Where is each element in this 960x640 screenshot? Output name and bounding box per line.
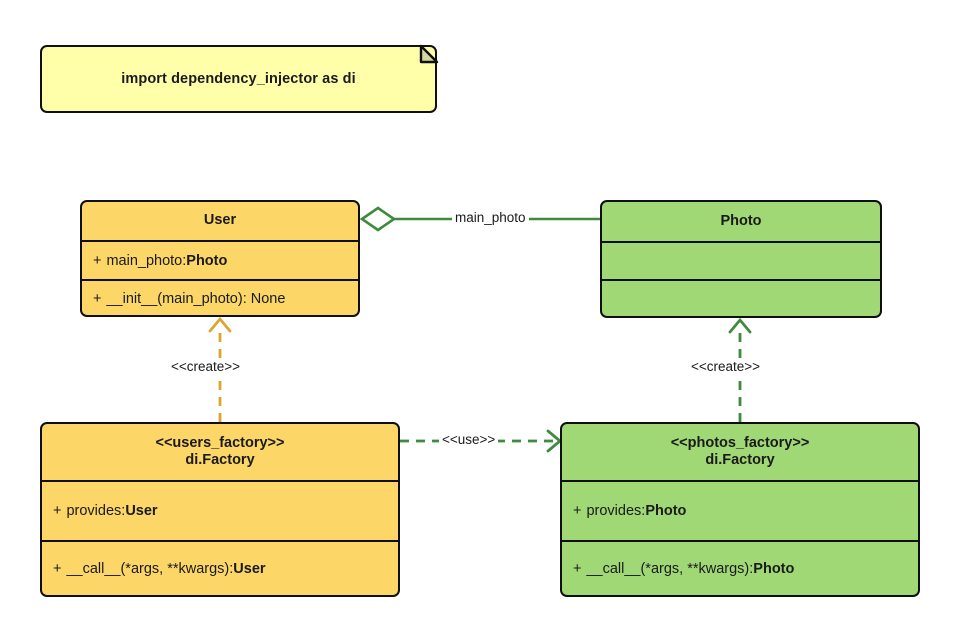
note-fold-corner-icon xyxy=(419,44,438,63)
class-name-photo: Photo xyxy=(720,212,762,229)
attribute-type: User xyxy=(125,503,158,519)
attribute-text: main_photo: xyxy=(106,252,187,269)
class-box-user[interactable]: User + main_photo: Photo + __init__(main… xyxy=(80,200,360,317)
class-name-users-factory: di.Factory xyxy=(185,452,255,468)
relationship-users-factory-creates-user xyxy=(208,316,232,422)
class-stereotype-photos-factory: <<photos_factory>> xyxy=(670,434,810,451)
attribute-visibility: + xyxy=(93,252,102,269)
open-arrow-icon-right xyxy=(728,317,752,334)
method-type: User xyxy=(233,561,266,577)
relationship-photos-factory-creates-photo xyxy=(728,317,752,422)
aggregation-label-main-photo: main_photo xyxy=(452,210,529,226)
method-text: __call__(*args, **kwargs): xyxy=(586,561,754,577)
class-attribute-row: + main_photo: Photo xyxy=(82,240,358,279)
class-box-photos-factory[interactable]: <<photos_factory>> di.Factory + provides… xyxy=(560,422,920,597)
hollow-diamond-icon xyxy=(359,206,397,232)
class-box-photo[interactable]: Photo xyxy=(600,200,882,318)
attribute-text: provides: xyxy=(66,503,126,519)
note-import-statement: import dependency_injector as di xyxy=(40,44,438,113)
create-label-right: <<create>> xyxy=(688,359,764,375)
method-visibility: + xyxy=(93,290,102,307)
method-text: __init__(main_photo): None xyxy=(106,290,286,307)
method-visibility: + xyxy=(53,561,62,577)
note-text: import dependency_injector as di xyxy=(121,71,356,87)
attribute-text: provides: xyxy=(586,503,646,519)
class-method-row: + __call__(*args, **kwargs): Photo xyxy=(562,540,918,595)
class-title-user: User xyxy=(82,202,358,240)
method-text: __call__(*args, **kwargs): xyxy=(66,561,234,577)
class-method-row: + __call__(*args, **kwargs): User xyxy=(42,540,398,595)
use-label: <<use>> xyxy=(439,432,499,448)
class-name-photos-factory: di.Factory xyxy=(705,452,775,468)
attribute-visibility: + xyxy=(573,503,582,519)
class-attributes-empty-photo xyxy=(602,241,880,279)
open-arrow-icon-left xyxy=(208,316,232,333)
class-method-row: + __init__(main_photo): None xyxy=(82,279,358,315)
create-label-left: <<create>> xyxy=(168,359,244,375)
class-name-user: User xyxy=(203,212,237,229)
class-stereotype-users-factory: <<users_factory>> xyxy=(155,434,285,451)
method-visibility: + xyxy=(573,561,582,577)
class-title-photo: Photo xyxy=(602,202,880,241)
class-title-photos-factory: <<photos_factory>> di.Factory xyxy=(562,424,918,480)
class-attribute-row: + provides: Photo xyxy=(562,480,918,540)
class-title-users-factory: <<users_factory>> di.Factory xyxy=(42,424,398,480)
method-type: Photo xyxy=(753,561,795,577)
class-box-users-factory[interactable]: <<users_factory>> di.Factory + provides:… xyxy=(40,422,400,597)
attribute-type: Photo xyxy=(645,503,687,519)
attribute-visibility: + xyxy=(53,503,62,519)
class-methods-empty-photo xyxy=(602,279,880,316)
attribute-type: Photo xyxy=(186,252,228,269)
class-attribute-row: + provides: User xyxy=(42,480,398,540)
